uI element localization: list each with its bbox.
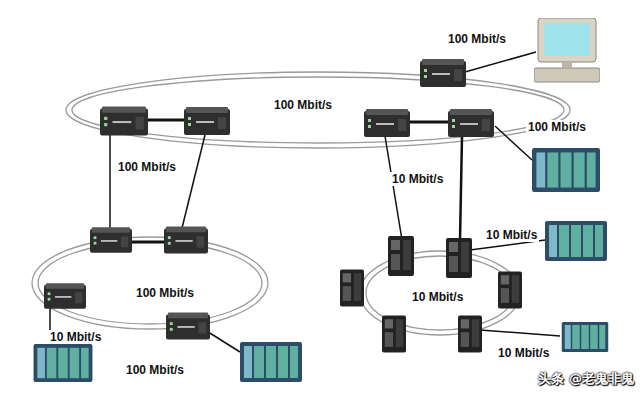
speed-label: 100 Mbit/s: [116, 160, 178, 174]
servo-drive: [340, 270, 364, 307]
cable: [385, 136, 402, 240]
speed-label: 10 Mbit/s: [410, 290, 465, 304]
switch: [364, 109, 410, 137]
plc-icon: [532, 148, 600, 192]
speed-label: 100 Mbit/s: [124, 363, 186, 377]
speed-label: 10 Mbit/s: [48, 330, 103, 344]
cable: [182, 135, 205, 228]
switch: [448, 109, 494, 137]
cable: [130, 241, 166, 244]
switch: [164, 227, 208, 254]
ring-line: [38, 242, 262, 324]
switch: [420, 59, 466, 87]
cable: [408, 121, 450, 124]
switch: [90, 227, 132, 253]
watermark: 头条 @老鬼非鬼: [536, 372, 636, 386]
cable: [480, 330, 560, 336]
cable: [465, 52, 536, 72]
speed-label: 10 Mbit/s: [496, 346, 551, 360]
cable: [109, 135, 111, 228]
cable: [148, 119, 188, 122]
speed-label: 10 Mbit/s: [390, 172, 445, 186]
switch: [166, 313, 210, 340]
speed-label: 10 Mbit/s: [484, 228, 539, 242]
speed-label: 100 Mbit/s: [272, 98, 334, 112]
cable: [460, 136, 462, 240]
speed-label: 100 Mbit/s: [446, 32, 508, 46]
speed-label: 100 Mbit/s: [134, 286, 196, 300]
pc-icon: [534, 18, 600, 82]
ring-line: [66, 72, 570, 148]
plc-icon: [240, 342, 302, 382]
servo-drive: [498, 272, 522, 309]
servo-drive: [382, 316, 406, 353]
switch: [100, 106, 148, 135]
plc-icon: [562, 322, 609, 352]
speed-label: 100 Mbit/s: [526, 120, 588, 134]
plc-icon: [34, 344, 93, 382]
plc-icon: [545, 221, 607, 261]
servo-drive: [388, 236, 414, 276]
servo-drive: [458, 316, 482, 353]
cable: [205, 330, 240, 352]
switch: [184, 107, 230, 135]
switch: [44, 283, 86, 309]
servo-drive: [446, 238, 472, 278]
ring-line: [72, 77, 564, 143]
ring-line: [32, 237, 268, 329]
